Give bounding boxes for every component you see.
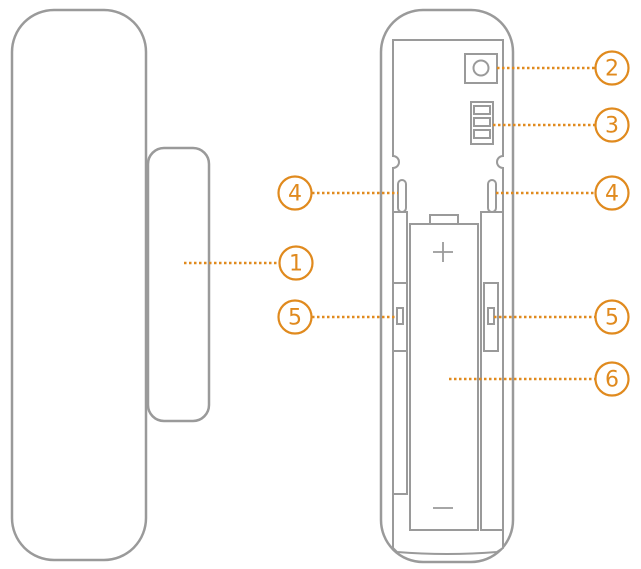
callout-label: 6	[605, 368, 619, 393]
clip-right	[487, 179, 497, 213]
callout-label: 2	[605, 57, 619, 82]
callout-label: 4	[288, 182, 302, 207]
button	[464, 53, 498, 84]
callout-2: 2	[594, 50, 630, 86]
clip-left	[397, 179, 407, 213]
callout-label: 5	[605, 306, 619, 331]
callout-label: 3	[605, 114, 619, 139]
sensor-back	[379, 8, 515, 564]
callout-3: 3	[594, 107, 630, 143]
callout-label: 5	[288, 306, 302, 331]
callout-5-left: 5	[277, 299, 313, 335]
sensor-body	[10, 8, 148, 562]
callout-label: 4	[605, 182, 619, 207]
callout-6: 6	[594, 361, 630, 397]
callout-1: 1	[278, 245, 314, 281]
battery	[409, 214, 479, 531]
callout-5-right: 5	[594, 299, 630, 335]
magnet	[146, 146, 211, 423]
callout-4-left: 4	[277, 175, 313, 211]
callout-4-right: 4	[594, 175, 630, 211]
callout-label: 1	[289, 252, 303, 277]
